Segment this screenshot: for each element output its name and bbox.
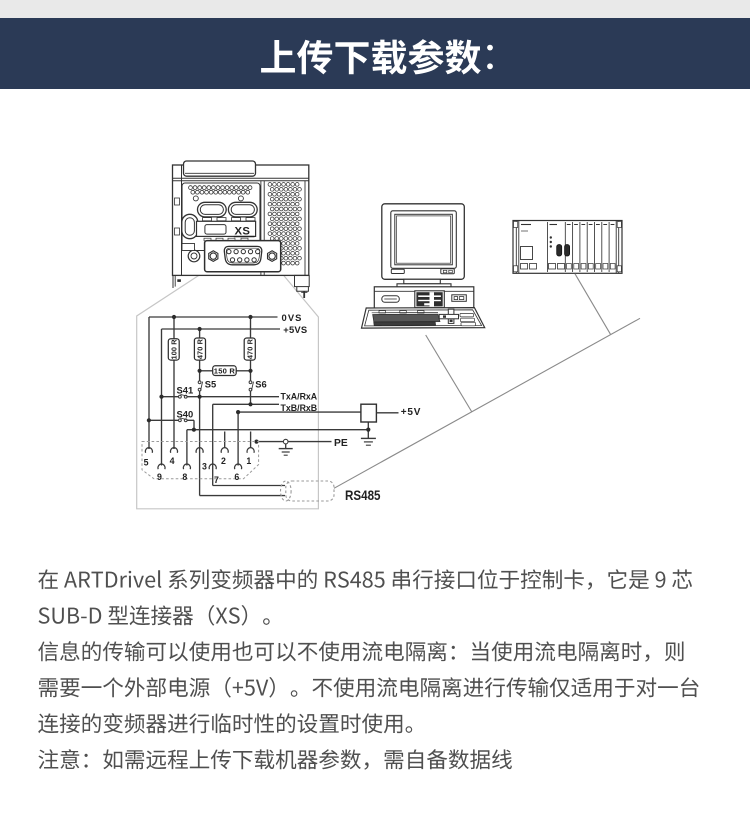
svg-text:9: 9 — [157, 472, 162, 482]
svg-text:470 R: 470 R — [196, 338, 205, 359]
svg-text:+5VS: +5VS — [283, 324, 307, 335]
svg-text:1: 1 — [246, 456, 251, 466]
svg-text:7: 7 — [214, 475, 219, 485]
svg-text:RS485: RS485 — [345, 488, 381, 503]
svg-text:TxB/RxB: TxB/RxB — [281, 403, 318, 413]
svg-text:5: 5 — [144, 457, 149, 467]
svg-text:4: 4 — [170, 456, 175, 466]
svg-text:S6: S6 — [255, 378, 266, 389]
svg-text:S40: S40 — [177, 409, 194, 420]
svg-text:XS: XS — [235, 226, 251, 238]
svg-text:PE: PE — [334, 438, 348, 449]
svg-text:8: 8 — [182, 472, 187, 482]
svg-text:150 R: 150 R — [214, 367, 236, 376]
svg-text:470 R: 470 R — [245, 338, 254, 359]
svg-text:S41: S41 — [177, 384, 194, 395]
svg-text:TxA/RxA: TxA/RxA — [281, 392, 318, 402]
svg-text:0VS: 0VS — [282, 312, 303, 323]
svg-text:3: 3 — [202, 461, 207, 471]
svg-text:100 R: 100 R — [169, 339, 178, 360]
svg-text:S5: S5 — [205, 378, 216, 389]
svg-text:6: 6 — [234, 472, 239, 482]
svg-text:2: 2 — [221, 456, 226, 466]
svg-text:+5V: +5V — [401, 407, 421, 418]
